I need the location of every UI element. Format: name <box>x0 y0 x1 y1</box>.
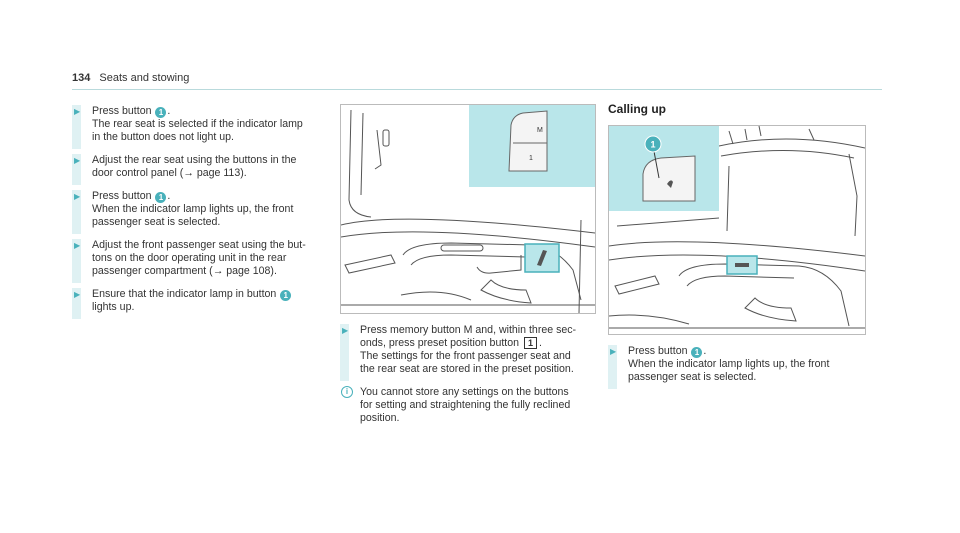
step-text: Ensure that the indicator lamp in button <box>92 288 280 300</box>
right-steps: ▶ Press button 1. When the indicator lam… <box>608 345 868 394</box>
step-line: Press button 1. <box>628 345 868 358</box>
step-line: passenger seat is selected. <box>92 216 221 228</box>
step-press-button-2: ▶ Press button 1. When the indicator lam… <box>72 190 332 234</box>
page-header: 134 Seats and stowing <box>72 72 189 84</box>
step-line: The rear seat is selected if the indicat… <box>92 118 303 130</box>
step-text: . <box>538 337 542 349</box>
step-bar <box>72 154 81 185</box>
step-line: When the indicator lamp lights up, the f… <box>628 358 830 370</box>
badge-1-icon: 1 <box>155 107 167 118</box>
step-text: . <box>167 105 171 117</box>
header-rule <box>72 89 882 90</box>
door-panel-figure: M 1 <box>340 104 596 314</box>
step-bar <box>72 105 81 149</box>
step-line: tons on the door operating unit in the r… <box>92 252 287 264</box>
step-text: Press button <box>628 345 691 357</box>
step-calling-up: ▶ Press button 1. When the indicator lam… <box>608 345 868 389</box>
info-line: You cannot store any settings on the but… <box>360 386 569 398</box>
memory-m-label: M <box>537 127 543 134</box>
step-line: Press button 1. <box>92 105 332 118</box>
page-number: 134 <box>72 72 91 84</box>
preset-1-label: 1 <box>529 155 533 162</box>
calling-up-figure: 1 <box>608 125 866 335</box>
step-text: Press button <box>92 105 155 117</box>
step-line: passenger compartment (→ page 108). <box>92 265 277 277</box>
step-bar <box>340 324 349 381</box>
middle-steps: ▶ Press memory button M and, within thre… <box>340 324 600 425</box>
step-press-memory: ▶ Press memory button M and, within thre… <box>340 324 600 381</box>
step-arrow-icon: ▶ <box>342 326 349 335</box>
step-line: Ensure that the indicator lamp in button… <box>92 288 332 301</box>
step-bar <box>608 345 617 389</box>
step-text: Press button <box>92 190 155 202</box>
step-line: Press button 1. <box>92 190 332 203</box>
step-line: Adjust the front passenger seat using th… <box>92 239 306 251</box>
step-adjust-front-seat: ▶ Adjust the front passenger seat using … <box>72 239 332 283</box>
step-arrow-icon: ▶ <box>74 241 81 250</box>
step-line: the rear seat are stored in the preset p… <box>360 363 574 375</box>
step-text: onds, press preset position button <box>360 337 522 349</box>
step-bar <box>72 239 81 283</box>
left-steps: ▶ Press button 1. The rear seat is selec… <box>72 105 332 324</box>
info-line: for setting and straightening the fully … <box>360 399 571 411</box>
badge-1-icon: 1 <box>155 192 167 203</box>
step-arrow-icon: ▶ <box>74 192 81 201</box>
step-line: door control panel (→ page 113). <box>92 167 247 179</box>
step-adjust-rear-seat: ▶ Adjust the rear seat using the buttons… <box>72 154 332 185</box>
step-text: . <box>167 190 171 202</box>
info-icon: i <box>341 386 353 398</box>
step-line: passenger seat is selected. <box>628 371 757 383</box>
step-line: onds, press preset position button 1. <box>360 337 600 350</box>
step-text: . <box>703 345 707 357</box>
step-ensure-lamp: ▶ Ensure that the indicator lamp in butt… <box>72 288 332 319</box>
step-press-button-1: ▶ Press button 1. The rear seat is selec… <box>72 105 332 149</box>
info-note: i You cannot store any settings on the b… <box>340 386 600 425</box>
section-title: Seats and stowing <box>99 72 190 84</box>
preset-key-1-icon: 1 <box>523 337 537 349</box>
step-bar <box>72 190 81 234</box>
step-line: When the indicator lamp lights up, the f… <box>92 203 294 215</box>
badge-1-icon: 1 <box>280 290 292 301</box>
calling-up-heading: Calling up <box>608 102 666 116</box>
badge-1-icon: 1 <box>691 347 703 358</box>
step-line: in the button does not light up. <box>92 131 234 143</box>
badge-1-icon: 1 <box>650 140 655 150</box>
seat-button-illustration: 1 <box>609 126 865 329</box>
step-line: lights up. <box>92 301 135 313</box>
step-bar <box>72 288 81 319</box>
step-line: Adjust the rear seat using the buttons i… <box>92 154 297 166</box>
step-arrow-icon: ▶ <box>74 107 81 116</box>
step-arrow-icon: ▶ <box>74 156 81 165</box>
info-line: position. <box>360 412 400 424</box>
door-panel-illustration: M 1 <box>341 105 595 313</box>
step-arrow-icon: ▶ <box>74 290 81 299</box>
step-line: Press memory button M and, within three … <box>360 324 577 336</box>
step-arrow-icon: ▶ <box>610 347 617 356</box>
step-line: The settings for the front passenger sea… <box>360 350 571 362</box>
